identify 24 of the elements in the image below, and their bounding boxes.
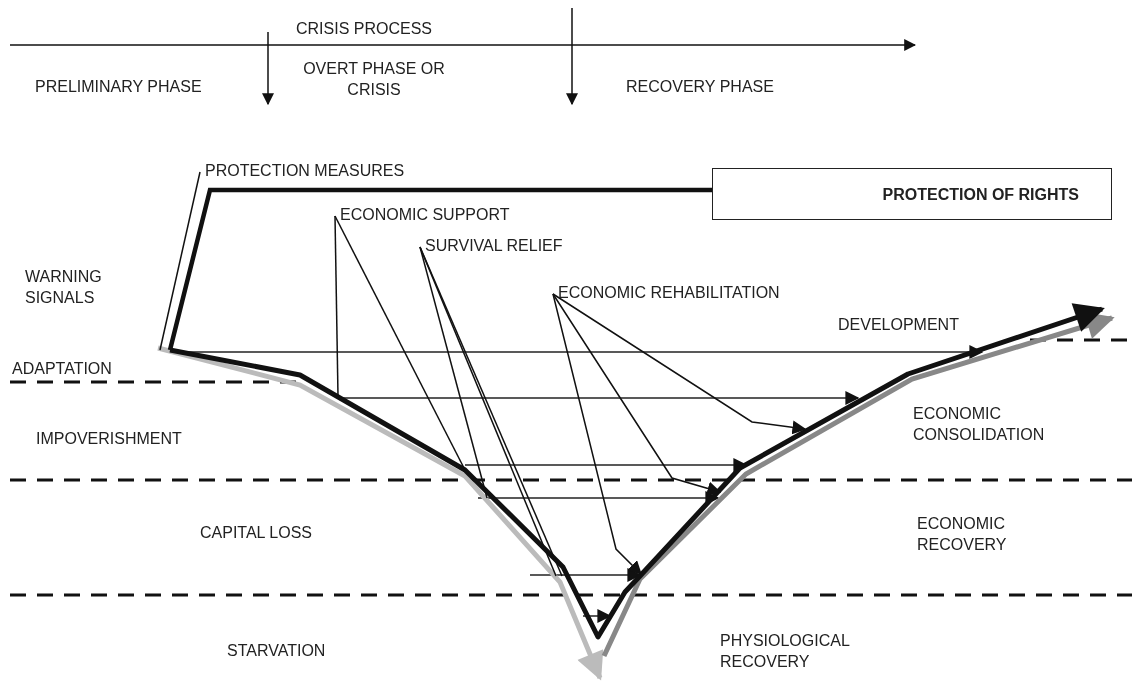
leader-text: SURVIVAL RELIEF	[420, 235, 563, 256]
stage-label: ECONOMIC RECOVERY	[917, 514, 1008, 555]
leader-text: ECONOMIC REHABILITATION	[553, 282, 780, 303]
diagram-title: CRISIS PROCESS	[296, 19, 433, 39]
phase-label: RECOVERY PHASE	[626, 77, 774, 97]
phase-label: OVERT PHASE OR CRISIS	[302, 59, 446, 100]
leader-line	[159, 171, 201, 351]
leader-text: PROTECTION MEASURES	[200, 160, 405, 181]
stage-label: PHYSIOLOGICAL RECOVERY	[720, 631, 851, 672]
stage-label: STARVATION	[227, 641, 326, 661]
leader-line	[334, 215, 339, 397]
stage-label: WARNING SIGNALS	[25, 267, 103, 308]
protection-line	[167, 187, 712, 351]
stage-label: CAPITAL LOSS	[200, 523, 313, 543]
leader-line	[552, 293, 642, 575]
leader-line	[552, 293, 807, 435]
stage-label: IMPOVERISHMENT	[36, 429, 182, 449]
stage-label: ECONOMIC CONSOLIDATION	[913, 404, 1046, 445]
leader-text: ECONOMIC SUPPORT	[335, 204, 510, 225]
phase-label: PRELIMINARY PHASE	[35, 77, 202, 97]
rights-box: PROTECTION OF RIGHTS	[712, 168, 1112, 220]
leader-line	[552, 293, 722, 496]
stage-label: DEVELOPMENT	[838, 315, 959, 335]
stage-label: ADAPTATION	[12, 359, 112, 379]
